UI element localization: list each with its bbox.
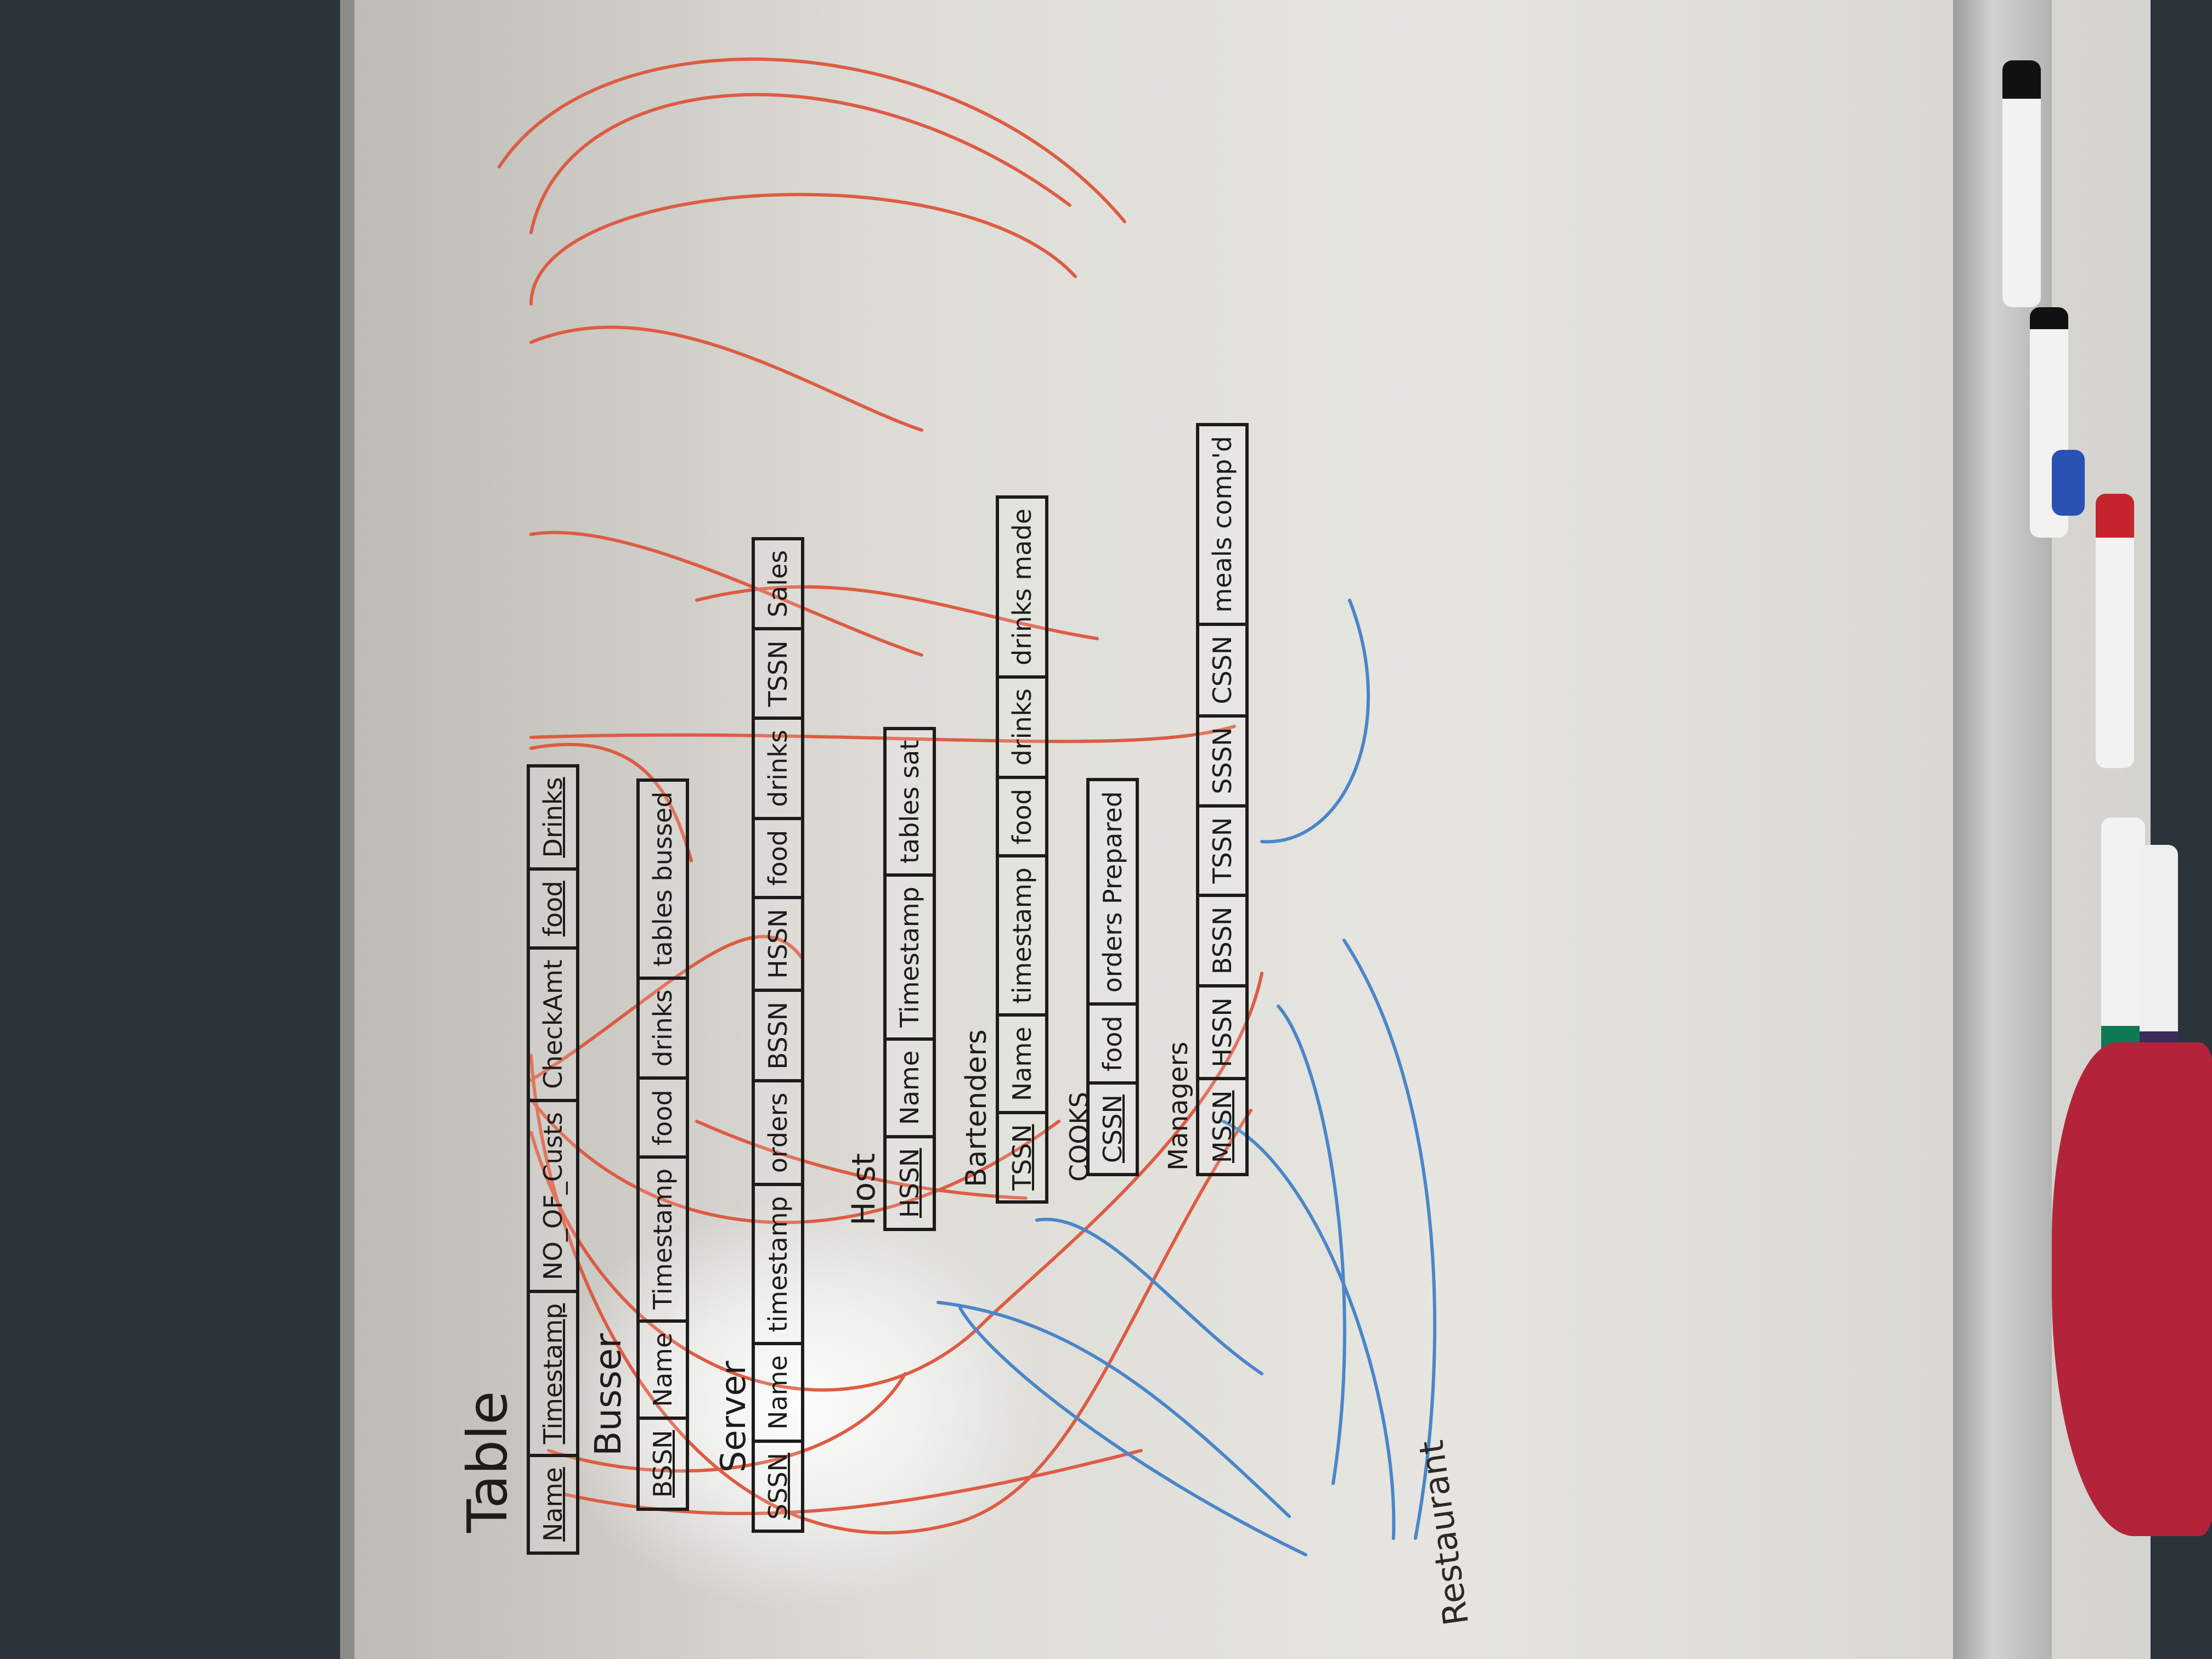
field-cell: timestamp bbox=[996, 854, 1048, 1017]
field-cell: BSSN bbox=[636, 1417, 689, 1511]
table-title-host: Host bbox=[845, 1153, 882, 1226]
red-link bbox=[529, 972, 1263, 1392]
field-cell: Name bbox=[996, 1013, 1048, 1115]
red-link bbox=[563, 1449, 1143, 1515]
red-link bbox=[529, 935, 803, 1082]
field-cell: BSSN bbox=[752, 988, 804, 1083]
field-cell: HSSN bbox=[752, 895, 804, 992]
field-cell: tables sat bbox=[883, 726, 936, 877]
field-cell: Name bbox=[636, 1319, 689, 1420]
field-cell: Timestamp bbox=[527, 1290, 579, 1458]
red-cloth bbox=[2052, 1042, 2212, 1536]
blue-link bbox=[936, 1301, 1291, 1518]
blue-link bbox=[1260, 599, 1370, 844]
table-row-busser: BSSN Name Timestamp food drinks tables b… bbox=[636, 778, 689, 1511]
red-link bbox=[498, 57, 1126, 223]
field-cell: Name bbox=[883, 1037, 936, 1138]
table-title-managers: Managers bbox=[1163, 1041, 1194, 1171]
blue-link bbox=[1222, 1120, 1396, 1540]
field-cell: TSSN bbox=[752, 627, 804, 720]
field-cell: Timestamp bbox=[883, 873, 936, 1041]
field-cell: drinks made bbox=[996, 495, 1048, 679]
field-cell: TSSN bbox=[996, 1111, 1048, 1204]
field-cell: food bbox=[1086, 1002, 1139, 1085]
field-cell: food bbox=[636, 1076, 689, 1159]
black-marker-icon bbox=[2002, 60, 2041, 307]
table-title-server: Server bbox=[713, 1361, 753, 1472]
blue-marker-icon bbox=[2052, 450, 2085, 516]
red-link bbox=[529, 725, 1236, 743]
red-link bbox=[695, 585, 1099, 640]
table-row-server: SSSN Name timestamp orders BSSN HSSN foo… bbox=[752, 537, 804, 1533]
blue-link bbox=[1035, 1217, 1263, 1375]
red-link bbox=[529, 193, 1077, 306]
field-cell: NO_OF_Custs bbox=[527, 1098, 579, 1294]
field-cell: Drinks bbox=[527, 764, 579, 871]
er-diagram: Table Name Timestamp NO_OF_Custs CheckAm… bbox=[455, 0, 1509, 1659]
field-cell: CheckAmt bbox=[527, 946, 579, 1102]
table-row-table: Name Timestamp NO_OF_Custs CheckAmt food… bbox=[527, 764, 579, 1555]
field-cell: food bbox=[752, 816, 804, 899]
blue-link bbox=[958, 1306, 1307, 1556]
red-link bbox=[529, 743, 693, 862]
table-row-managers: MSSN HSSN BSSN TSSN SSSN CSSN meals comp… bbox=[1196, 422, 1249, 1176]
red-link bbox=[529, 325, 923, 432]
field-cell: HSSN bbox=[883, 1135, 936, 1231]
light-glare bbox=[549, 1196, 1042, 1613]
table-title-busser: Busser bbox=[587, 1333, 629, 1456]
field-cell: orders Prepared bbox=[1086, 778, 1139, 1006]
white-marker-icon bbox=[2101, 817, 2145, 1059]
red-marker-icon bbox=[2096, 494, 2134, 768]
field-cell: drinks bbox=[636, 976, 689, 1080]
relationship-lines bbox=[498, 57, 1437, 1556]
red-link bbox=[529, 531, 923, 657]
field-cell: CSSN bbox=[1086, 1081, 1139, 1176]
table-row-cooks: CSSN food orders Prepared bbox=[1086, 778, 1139, 1176]
field-cell: drinks bbox=[752, 716, 804, 820]
field-cell: HSSN bbox=[1196, 984, 1249, 1081]
field-cell: tables bussed bbox=[636, 778, 689, 980]
field-cell: SSSN bbox=[1196, 714, 1249, 808]
red-link bbox=[529, 93, 1071, 234]
field-cell: BSSN bbox=[1196, 893, 1249, 988]
field-cell: SSSN bbox=[752, 1439, 804, 1533]
field-cell: drinks bbox=[996, 675, 1048, 779]
field-cell: Timestamp bbox=[636, 1155, 689, 1323]
table-row-host: HSSN Name Timestamp tables sat bbox=[883, 726, 936, 1231]
red-link bbox=[547, 1372, 907, 1473]
field-cell: Name bbox=[752, 1342, 804, 1443]
table-title-table: Table bbox=[455, 1391, 520, 1533]
purple-marker-icon bbox=[2140, 845, 2178, 1064]
table-row-bartenders: TSSN Name timestamp food drinks drinks m… bbox=[996, 495, 1048, 1204]
field-cell: food bbox=[996, 775, 1048, 858]
field-cell: TSSN bbox=[1196, 804, 1249, 897]
field-cell: meals comp'd bbox=[1196, 422, 1249, 626]
field-cell: timestamp bbox=[752, 1183, 804, 1346]
red-link bbox=[529, 1098, 1060, 1224]
red-link bbox=[695, 1120, 1028, 1200]
field-cell: food bbox=[527, 867, 579, 950]
field-cell: orders bbox=[752, 1079, 804, 1187]
red-link bbox=[529, 1054, 1252, 1534]
field-cell: CSSN bbox=[1196, 622, 1249, 718]
table-title-bartenders: Bartenders bbox=[960, 1029, 993, 1187]
field-cell: Sales bbox=[752, 537, 804, 631]
field-cell: MSSN bbox=[1196, 1077, 1249, 1176]
field-cell: Name bbox=[527, 1454, 579, 1555]
blue-link bbox=[1342, 939, 1437, 1540]
blue-link bbox=[1277, 1005, 1346, 1485]
